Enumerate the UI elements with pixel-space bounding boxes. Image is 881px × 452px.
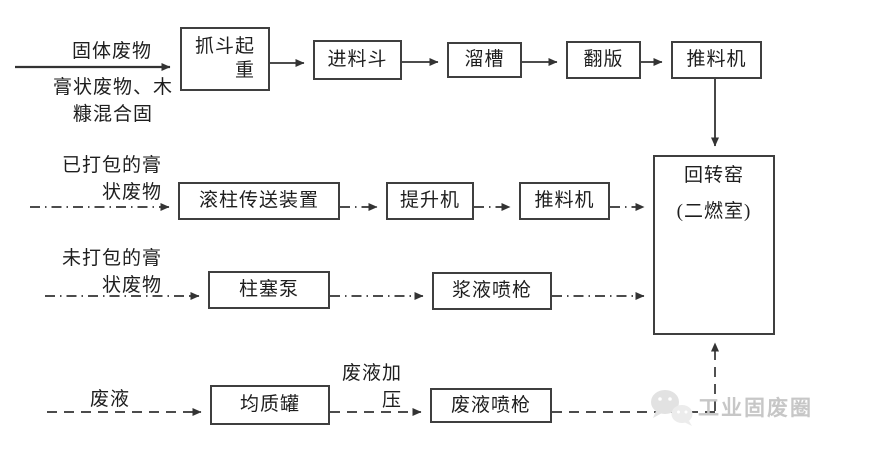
label-waste-liquid-pressurize: 废液加压 bbox=[341, 363, 402, 411]
node-pusher-top: 推料机 bbox=[671, 41, 762, 79]
label-unpacked-paste-waste: 未打包的膏状废物 bbox=[61, 248, 162, 296]
node-elevator: 提升机 bbox=[386, 182, 474, 220]
node-waste-liquid-spray-gun: 废液喷枪 bbox=[430, 388, 552, 423]
node-grab-crane: 抓斗起重 bbox=[180, 27, 270, 91]
node-feed-hopper: 进料斗 bbox=[313, 40, 402, 80]
label-packed-paste-waste: 已打包的膏状废物 bbox=[61, 155, 162, 203]
label-waste-liquid: 废液 bbox=[89, 389, 130, 410]
label-paste-wood-mix: 膏状废物、木糠混合固 bbox=[52, 77, 173, 125]
node-homogenizing-tank: 均质罐 bbox=[210, 385, 330, 425]
node-flip-plate: 翻版 bbox=[566, 41, 641, 79]
node-roller-conveyor: 滚柱传送装置 bbox=[178, 182, 340, 220]
label-solid-waste: 固体废物 bbox=[71, 41, 152, 62]
node-plunger-pump: 柱塞泵 bbox=[208, 271, 330, 309]
wechat-bubbles-icon bbox=[651, 390, 693, 426]
watermark-text: 工业固废圈 bbox=[698, 397, 813, 420]
node-pusher-mid: 推料机 bbox=[519, 182, 610, 220]
node-rotary-kiln: 回转窑 (二燃室) bbox=[653, 155, 775, 335]
node-chute: 溜槽 bbox=[447, 42, 522, 78]
watermark: 工业固废圈 bbox=[646, 386, 813, 428]
node-slurry-spray-gun: 浆液喷枪 bbox=[432, 272, 552, 310]
rotary-kiln-subname: (二燃室) bbox=[676, 201, 752, 222]
rotary-kiln-name: 回转窑 bbox=[683, 165, 744, 186]
